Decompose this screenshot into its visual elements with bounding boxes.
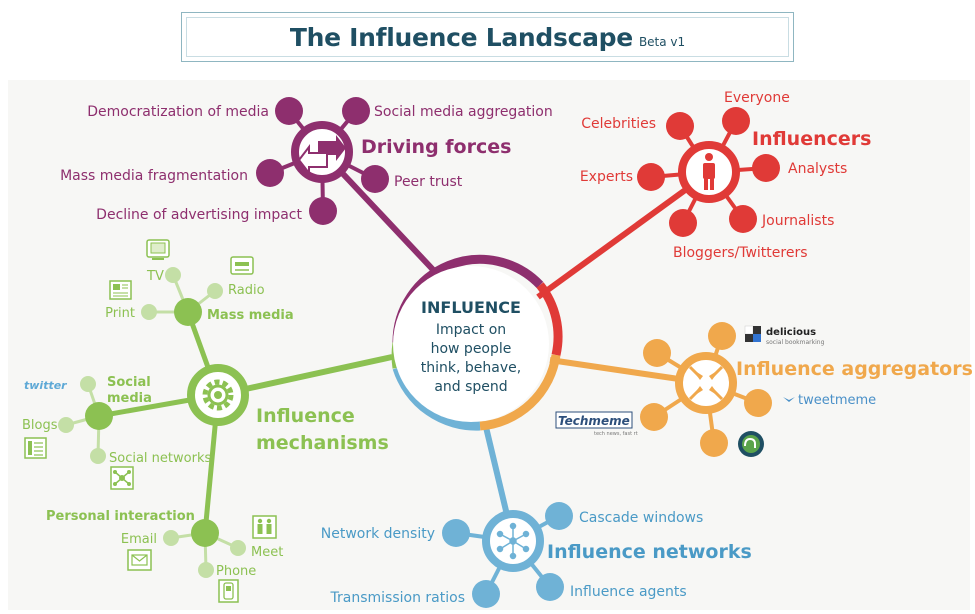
- stumbleupon-logo: [738, 431, 764, 457]
- networks-node: [536, 573, 564, 601]
- influencer-item: Everyone: [724, 90, 790, 106]
- personal-interaction-label: Personal interaction: [46, 509, 195, 524]
- influencers-node: [722, 107, 750, 135]
- network-icon: [496, 522, 530, 560]
- tweetmeme-logo-text: tweetmeme: [798, 393, 876, 408]
- influencers-node: [669, 209, 697, 237]
- driving-forces-node: [275, 97, 303, 125]
- spoke-influencers: [536, 169, 712, 300]
- aggregators-node: [700, 429, 728, 457]
- email-icon: [127, 549, 152, 571]
- aggregators-node: [708, 322, 736, 350]
- version-label: Beta v1: [638, 35, 686, 49]
- influencers-node: [729, 205, 757, 233]
- driving-force-item: Decline of advertising impact: [96, 207, 302, 223]
- center-heading: INFLUENCE: [421, 298, 521, 317]
- driving-forces-label: Driving forces: [361, 136, 511, 158]
- techmeme-logo-subtext: tech news, fast rt: [594, 431, 638, 437]
- techmeme-logo: Techmeme tech news, fast rt: [555, 411, 638, 437]
- social-media-item: Social networks: [109, 451, 211, 466]
- title-text: The Influence Landscape: [289, 23, 633, 52]
- mass-media-label: Mass media: [207, 308, 294, 323]
- spoke-driving-forces: [327, 157, 441, 278]
- mass-media-item: Print: [105, 306, 135, 321]
- social-media-item: Blogs: [22, 418, 58, 433]
- influencers-node: [752, 154, 780, 182]
- center-node: [393, 266, 549, 422]
- aggregators-hub: [675, 352, 737, 414]
- driving-force-item: Peer trust: [394, 174, 463, 190]
- delicious-logo: delicious social bookmarking: [744, 325, 825, 346]
- driving-forces-node: [309, 197, 337, 225]
- tweetmeme-logo: tweetmeme: [783, 393, 876, 408]
- center-line-4: and spend: [434, 379, 507, 395]
- aggregators-node: [744, 389, 772, 417]
- arrows-icon: [297, 135, 346, 176]
- newspaper-icon: [109, 280, 132, 300]
- influencers-label: Influencers: [752, 128, 871, 150]
- personal-item: Email: [121, 532, 157, 547]
- center-line-2: how people: [431, 341, 512, 357]
- page-title: The Influence Landscape Beta v1: [182, 23, 793, 52]
- people-icon: [252, 515, 277, 539]
- social-media-label-line2: media: [107, 391, 152, 406]
- network-item: Network density: [321, 526, 435, 542]
- driving-forces-cluster: Driving forces Democratization of media …: [60, 97, 553, 225]
- driving-force-item: Democratization of media: [87, 104, 269, 120]
- mass-media-node: [174, 298, 202, 326]
- social-network-icon: [110, 466, 134, 490]
- title-box: The Influence Landscape Beta v1: [181, 12, 794, 62]
- mechanisms-label-line2: mechanisms: [256, 432, 389, 454]
- influencer-item: Analysts: [788, 161, 847, 177]
- aggregators-node: [640, 403, 668, 431]
- driving-forces-node: [361, 165, 389, 193]
- aggregators-label: Influence aggregators: [736, 358, 973, 380]
- personal-item: Phone: [216, 564, 256, 579]
- networks-node: [545, 502, 573, 530]
- radio-icon: [230, 256, 254, 275]
- center-line-1: Impact on: [436, 322, 506, 338]
- person-icon: [703, 153, 715, 190]
- twitter-logo: twitter: [24, 379, 67, 392]
- influencer-item: Bloggers/Twitterers: [673, 245, 808, 261]
- networks-label: Influence networks: [547, 541, 752, 563]
- driving-force-item: Mass media fragmentation: [60, 168, 248, 184]
- personal-item: Meet: [251, 545, 283, 560]
- aggregators-cluster: Influence aggregators delicious social b…: [555, 322, 973, 457]
- phone-icon: [218, 579, 239, 603]
- tv-icon: [146, 239, 170, 260]
- mechanisms-cluster: Influence mechanisms Mass media TV Radio…: [22, 239, 389, 603]
- influencers-node: [637, 163, 665, 191]
- driving-force-item: Social media aggregation: [374, 104, 553, 120]
- influencer-item: Journalists: [761, 213, 834, 229]
- blog-icon: [24, 437, 47, 459]
- mechanisms-label-line1: Influence: [256, 405, 355, 427]
- influencer-item: Experts: [580, 169, 633, 185]
- personal-interaction-node: [191, 519, 219, 547]
- converge-arrows-icon: [688, 365, 724, 401]
- delicious-logo-text: delicious: [766, 327, 816, 338]
- social-media-node: [85, 402, 113, 430]
- delicious-logo-subtext: social bookmarking: [766, 339, 825, 346]
- driving-forces-node: [256, 159, 284, 187]
- aggregators-node: [643, 339, 671, 367]
- influencers-cluster: Influencers Everyone Celebrities Analyst…: [580, 90, 872, 261]
- mass-media-item: TV: [146, 269, 164, 284]
- social-media-label-line1: Social: [107, 375, 151, 390]
- driving-forces-node: [342, 97, 370, 125]
- influencer-item: Celebrities: [581, 116, 656, 132]
- center-line-3: think, behave,: [421, 360, 521, 376]
- networks-node: [472, 580, 500, 608]
- gear-icon: [202, 379, 234, 411]
- techmeme-logo-text: Techmeme: [558, 414, 630, 428]
- network-item: Transmission ratios: [330, 590, 465, 606]
- networks-node: [442, 519, 470, 547]
- network-item: Influence agents: [570, 584, 687, 600]
- networks-cluster: Influence networks Network density Casca…: [321, 502, 752, 608]
- influencers-node: [666, 112, 694, 140]
- mass-media-item: Radio: [228, 283, 265, 298]
- network-item: Cascade windows: [579, 510, 703, 526]
